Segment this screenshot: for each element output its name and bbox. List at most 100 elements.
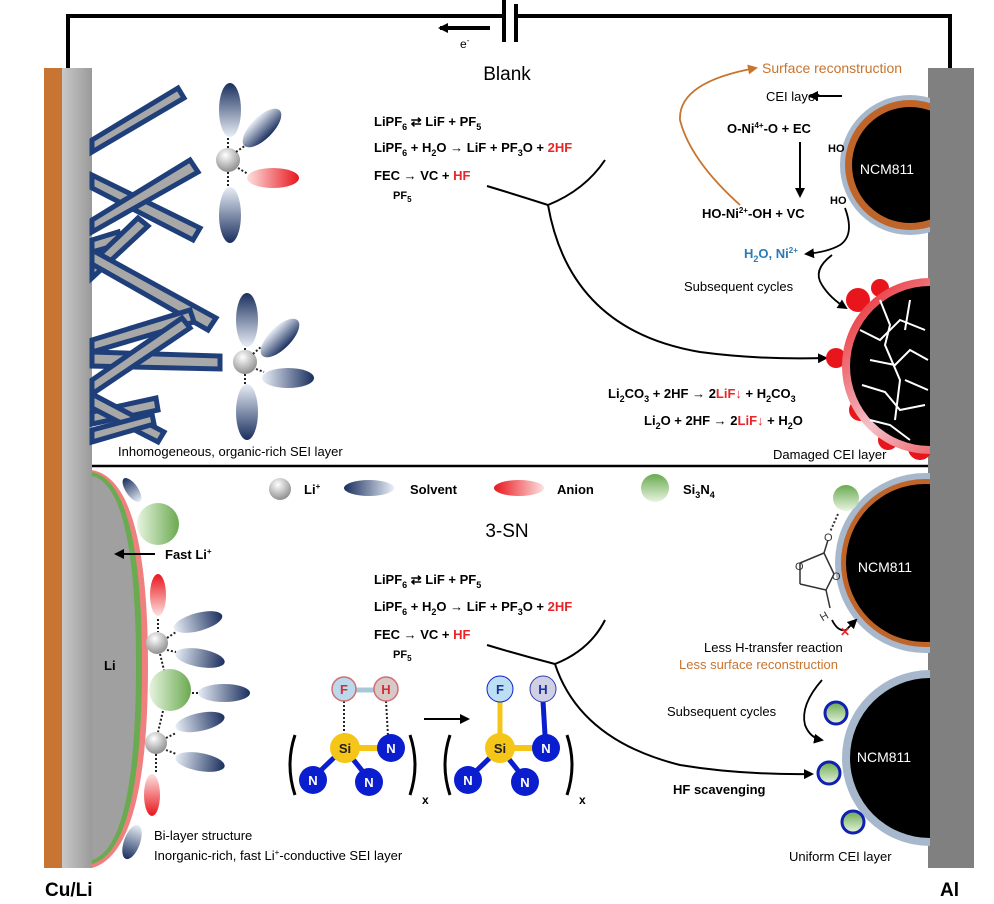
svg-text:N: N bbox=[386, 741, 395, 756]
cycles-arrow bbox=[803, 679, 824, 744]
solvent-molecule bbox=[175, 711, 225, 733]
reaction-fec-decomposition: FEC → VC + HF bbox=[374, 168, 470, 183]
subsequent-cycles-label: Subsequent cycles bbox=[684, 279, 794, 294]
solvent-molecule bbox=[173, 611, 223, 633]
solvent-molecule bbox=[260, 318, 300, 358]
dendrites bbox=[89, 84, 223, 446]
svg-text:Si: Si bbox=[494, 741, 506, 756]
solvent-molecule bbox=[122, 478, 142, 502]
nitrogen-atom bbox=[532, 734, 560, 762]
subsequent-cycles-label: Subsequent cycles bbox=[667, 704, 777, 719]
cathode-label: Al bbox=[940, 880, 959, 901]
nitrogen-atom bbox=[299, 766, 327, 794]
ni4-equation: O-Ni4+-O + EC bbox=[727, 121, 812, 136]
ncm811-particle-protected bbox=[835, 473, 930, 653]
svg-text:N: N bbox=[541, 741, 550, 756]
svg-text:Si: Si bbox=[339, 741, 351, 756]
hydrogen-atom bbox=[529, 675, 557, 703]
li-metal-sei bbox=[92, 470, 148, 868]
copper-current-collector bbox=[44, 68, 62, 868]
li2o-equation: Li2O + 2HF → 2LiF↓ + H2O bbox=[644, 413, 803, 431]
blank-cei-caption: Damaged CEI layer bbox=[773, 447, 887, 462]
sn-cei-caption: Uniform CEI layer bbox=[789, 849, 892, 864]
solvent-molecule bbox=[236, 293, 258, 347]
svg-text:F: F bbox=[340, 682, 348, 697]
hf-scavenging-label: HF scavenging bbox=[673, 782, 766, 797]
repeat-unit-x: x bbox=[422, 793, 429, 807]
ncm811-particle bbox=[840, 95, 930, 235]
anion-molecule bbox=[247, 168, 299, 188]
products-arrow bbox=[804, 207, 850, 259]
reaction-fec-decomposition: FEC → VC + HF bbox=[374, 627, 470, 642]
anion-icon bbox=[494, 480, 544, 496]
nitrogen-atom bbox=[377, 734, 405, 762]
ncm811-label: NCM811 bbox=[860, 161, 914, 177]
ncm811-label: NCM811 bbox=[857, 749, 911, 765]
si3n4-after: F H Si N N N x bbox=[443, 675, 586, 807]
reconstruction-arrow bbox=[679, 64, 758, 206]
nitrogen-atom bbox=[454, 766, 482, 794]
si3n4-icon bbox=[641, 474, 669, 502]
legend-label-li: Li+ bbox=[304, 482, 321, 497]
anion-molecule bbox=[144, 774, 160, 816]
anode-label: Cu/Li bbox=[45, 880, 93, 901]
silicon-atom bbox=[330, 733, 360, 763]
external-circuit: e- bbox=[66, 0, 952, 68]
damaged-ncm811-particle bbox=[826, 278, 930, 460]
si3n4-particle bbox=[137, 503, 179, 545]
si3n4-hf-reaction: F H Si N N N x F bbox=[288, 675, 586, 807]
cei-layer-label: CEI layer bbox=[766, 89, 820, 104]
li-ion bbox=[145, 732, 167, 754]
svg-text:N: N bbox=[308, 773, 317, 788]
solvent-molecule bbox=[236, 384, 258, 440]
li-ion bbox=[146, 632, 168, 654]
hydroxyl-label: HO bbox=[828, 143, 845, 155]
li-metal-label: Li bbox=[104, 658, 116, 673]
reaction-lipf6-hydrolysis: LiPF6 + H2O → LiF + PF3O + 2HF bbox=[374, 140, 572, 158]
blocked-x-icon: ✕ bbox=[840, 625, 850, 639]
svg-text:N: N bbox=[463, 773, 472, 788]
svg-text:N: N bbox=[520, 775, 529, 790]
fluorine-atom bbox=[486, 675, 514, 703]
svg-text:H: H bbox=[818, 610, 831, 624]
reaction-lipf6-hydrolysis: LiPF6 + H2O → LiF + PF3O + 2HF bbox=[374, 599, 572, 617]
legend-label-solvent: Solvent bbox=[410, 482, 458, 497]
silicon-atom bbox=[485, 733, 515, 763]
hydroxyl-label: HO bbox=[830, 195, 847, 207]
solvation-clusters-sn bbox=[122, 478, 250, 860]
reaction-lipf6-equilibrium: LiPF6 ⇄ LiF + PF5 bbox=[374, 572, 481, 590]
anion-molecule bbox=[150, 574, 166, 616]
nitrogen-atom bbox=[511, 768, 539, 796]
solvent-molecule bbox=[219, 187, 241, 243]
hydrogen-atom bbox=[373, 676, 399, 702]
lithium-anode bbox=[62, 68, 92, 868]
si3n4-before: F H Si N N N x bbox=[288, 676, 429, 807]
blank-reactions: LiPF6 ⇄ LiF + PF5 LiPF6 + H2O → LiF + PF… bbox=[374, 114, 572, 204]
nitrogen-atom bbox=[355, 768, 383, 796]
legend-label-anion: Anion bbox=[557, 482, 594, 497]
reaction-lipf6-equilibrium: LiPF6 ⇄ LiF + PF5 bbox=[374, 114, 481, 132]
solvation-cluster bbox=[216, 83, 299, 243]
solvation-cluster bbox=[233, 293, 314, 440]
sn-title: 3-SN bbox=[485, 521, 528, 542]
solvent-molecule bbox=[175, 752, 225, 772]
li2co3-equation: Li2CO3 + 2HF → 2LiF↓ + H2CO3 bbox=[608, 386, 796, 404]
svg-text:H: H bbox=[381, 682, 390, 697]
solvent-icon bbox=[344, 480, 394, 496]
legend: Li+ Solvent Anion Si3N4 bbox=[269, 474, 715, 502]
sn-sei-caption-2: Inorganic-rich, fast Li+-conductive SEI … bbox=[154, 848, 403, 863]
hf-flow-arrows bbox=[486, 159, 828, 364]
svg-text:H: H bbox=[538, 682, 547, 697]
bracket-left bbox=[288, 734, 297, 796]
li-ion bbox=[216, 148, 240, 172]
li-ion-icon bbox=[269, 478, 291, 500]
less-h-transfer-label: Less H-transfer reaction bbox=[704, 640, 843, 655]
svg-text:O: O bbox=[795, 561, 804, 573]
si3n4-particle bbox=[149, 669, 191, 711]
solvent-molecule bbox=[122, 824, 142, 860]
electron-label: e- bbox=[460, 36, 470, 51]
sn-sei-caption-1: Bi-layer structure bbox=[154, 828, 252, 843]
solvent-molecule bbox=[219, 83, 241, 137]
svg-text:N: N bbox=[364, 775, 373, 790]
